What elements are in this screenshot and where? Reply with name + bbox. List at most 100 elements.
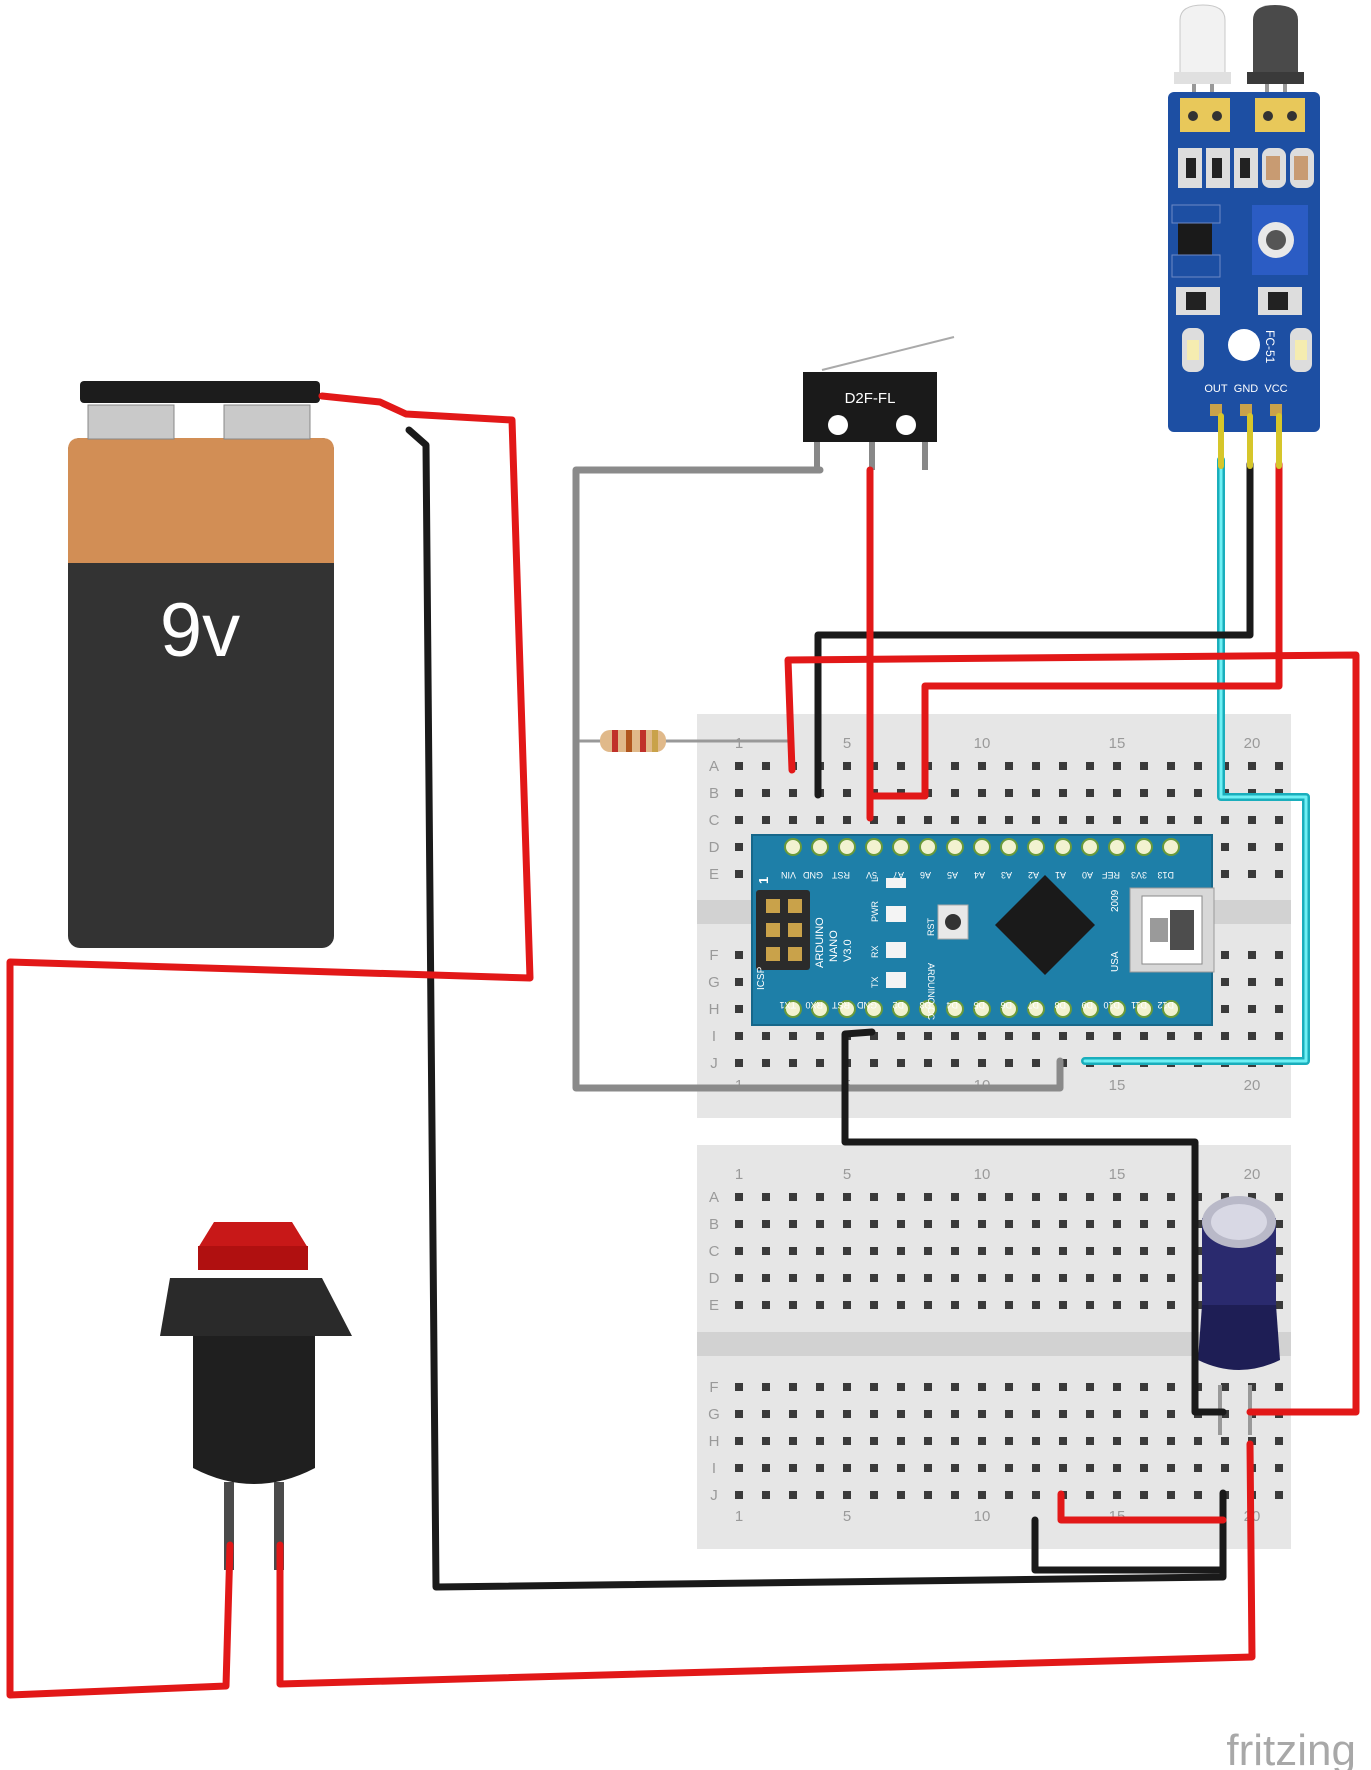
header-pin: [784, 838, 802, 856]
breadboard-hole: [870, 1032, 878, 1040]
breadboard-hole: [735, 789, 743, 797]
header-pin: [1054, 838, 1072, 856]
breadboard-hole: [843, 1491, 851, 1499]
pin-label: D6: [1000, 1000, 1012, 1010]
breadboard-hole: [843, 1193, 851, 1201]
breadboard-hole: [1086, 1437, 1094, 1445]
breadboard-hole: [816, 1437, 824, 1445]
breadboard-hole: [1140, 789, 1148, 797]
row-label: C: [709, 1243, 720, 1260]
breadboard-hole: [1113, 789, 1121, 797]
breadboard-hole: [1005, 1220, 1013, 1228]
breadboard-hole: [1275, 816, 1283, 824]
header-pin: [946, 838, 964, 856]
breadboard-hole: [1032, 1247, 1040, 1255]
breadboard-hole: [762, 1437, 770, 1445]
breadboard-hole: [1275, 1437, 1283, 1445]
breadboard-hole: [870, 1491, 878, 1499]
breadboard-hole: [924, 1247, 932, 1255]
breadboard-hole: [843, 1383, 851, 1391]
breadboard-hole: [924, 1383, 932, 1391]
breadboard-hole: [1086, 816, 1094, 824]
sensor-pin-out: OUT: [1204, 383, 1228, 395]
header-pin: [811, 1000, 829, 1018]
breadboard-hole: [762, 1032, 770, 1040]
header-pin: [1081, 838, 1099, 856]
breadboard-hole: [1005, 1464, 1013, 1472]
breadboard-hole: [1059, 1383, 1067, 1391]
breadboard-hole: [789, 789, 797, 797]
breadboard-hole: [1167, 1193, 1175, 1201]
breadboard-hole: [1086, 1247, 1094, 1255]
column-number: 10: [974, 735, 991, 752]
breadboard-hole: [816, 816, 824, 824]
ir-sensor-module: FC-51 OUT GND VCC: [1168, 4, 1320, 432]
breadboard-hole: [1086, 1410, 1094, 1418]
breadboard-hole: [1059, 789, 1067, 797]
pin-label: D5: [973, 1000, 985, 1010]
breadboard-hole: [1032, 816, 1040, 824]
board-name-line-2: NANO: [828, 930, 840, 962]
breadboard-hole: [951, 1274, 959, 1282]
header-pin: [1162, 1000, 1180, 1018]
breadboard-hole: [1140, 1274, 1148, 1282]
push-button: [160, 1222, 352, 1570]
board-name-line-3: V3.0: [842, 939, 854, 962]
breadboard-hole: [1059, 1274, 1067, 1282]
breadboard-hole: [762, 1491, 770, 1499]
breadboard-hole: [1086, 1220, 1094, 1228]
breadboard-hole: [1005, 1491, 1013, 1499]
header-pin: [838, 838, 856, 856]
column-number: 5: [843, 1508, 851, 1525]
breadboard-hole: [735, 843, 743, 851]
breadboard-hole: [843, 1301, 851, 1309]
pin-label: A0: [1082, 870, 1093, 880]
breadboard-hole: [978, 762, 986, 770]
breadboard-hole: [951, 1437, 959, 1445]
row-label: A: [709, 758, 719, 775]
breadboard-hole: [870, 1437, 878, 1445]
column-number: 1: [735, 1508, 743, 1525]
pin-label: D12: [1157, 1000, 1174, 1010]
breadboard-hole: [1005, 1383, 1013, 1391]
breadboard-hole: [1140, 762, 1148, 770]
breadboard-hole: [1167, 1220, 1175, 1228]
column-number: 10: [974, 1508, 991, 1525]
breadboard-hole: [1005, 1059, 1013, 1067]
breadboard-hole: [1167, 1274, 1175, 1282]
breadboard-hole: [1140, 1491, 1148, 1499]
row-label: D: [709, 839, 720, 856]
breadboard-hole: [1140, 1247, 1148, 1255]
breadboard-hole: [1248, 1005, 1256, 1013]
breadboard-hole: [1059, 1464, 1067, 1472]
breadboard-hole: [1113, 1437, 1121, 1445]
breadboard-hole: [789, 1032, 797, 1040]
header-pin: [973, 1000, 991, 1018]
site-label: ARDUINO.CC: [926, 963, 936, 1021]
header-pin: [1135, 1000, 1153, 1018]
breadboard-hole: [897, 1301, 905, 1309]
breadboard-hole: [762, 816, 770, 824]
breadboard-hole: [1059, 1410, 1067, 1418]
breadboard-hole: [1005, 1032, 1013, 1040]
pin-label: A5: [947, 870, 958, 880]
pin-label: A3: [1001, 870, 1012, 880]
breadboard-hole: [816, 1383, 824, 1391]
breadboard-hole: [1005, 762, 1013, 770]
breadboard-hole: [978, 816, 986, 824]
breadboard-hole: [924, 1274, 932, 1282]
breadboard-hole: [735, 816, 743, 824]
header-pin: [892, 1000, 910, 1018]
breadboard-hole: [1167, 1247, 1175, 1255]
breadboard-hole: [1275, 1193, 1283, 1201]
breadboard-hole: [951, 789, 959, 797]
breadboard-hole: [1140, 816, 1148, 824]
sensor-pin-vcc: VCC: [1264, 383, 1287, 395]
breadboard-hole: [735, 1059, 743, 1067]
breadboard-hole: [1248, 1032, 1256, 1040]
pin-label: 3V3: [1131, 870, 1147, 880]
wires: [6, 392, 1360, 1699]
breadboard-hole: [951, 1383, 959, 1391]
breadboard-hole: [1275, 1032, 1283, 1040]
